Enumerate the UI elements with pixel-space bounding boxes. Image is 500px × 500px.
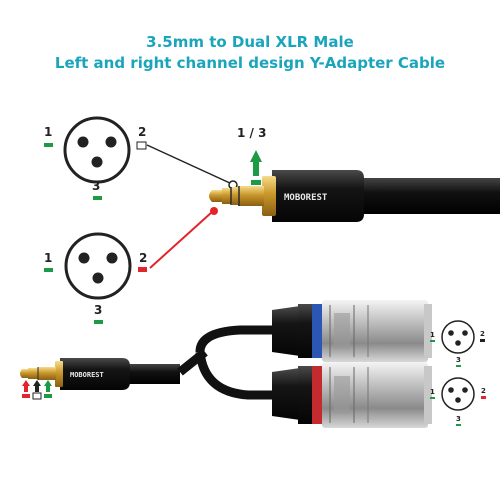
trs-plug-small: MOBOREST: [20, 358, 180, 390]
cable: [120, 364, 180, 384]
bottom-pin-2-label: 2: [139, 251, 147, 265]
top-pin-2-label: 2: [138, 125, 146, 139]
left-marker: [93, 196, 102, 200]
plug-ring: [222, 188, 232, 204]
bottom-pin-1-label: 1: [44, 251, 52, 265]
inset-top-pin-2: 2: [480, 330, 485, 338]
pin-hole: [106, 252, 118, 264]
plug-ring: [28, 368, 38, 379]
inset-xlr-bottom: [441, 377, 475, 411]
inset-top-pin-3: 3: [456, 356, 461, 364]
top-pin-3-label: 3: [92, 179, 100, 193]
blue-band: [312, 304, 324, 358]
cable: [195, 325, 272, 353]
inset-bottom-pin-1: 1: [430, 388, 435, 396]
inset-bottom-pin-3: 3: [456, 415, 461, 423]
left-marker: [44, 143, 53, 147]
left-marker: [456, 365, 461, 367]
pin-hole: [91, 156, 103, 168]
right-contact-dot: [210, 207, 218, 215]
trs-plug-main: MOBOREST: [209, 170, 500, 222]
right-wire-line: [149, 211, 213, 269]
plug-tip: [209, 190, 222, 202]
left-marker: [456, 424, 461, 426]
plug-shaft: [238, 186, 264, 206]
ground-marker: [480, 339, 485, 342]
gold-collar: [262, 176, 276, 216]
red-band: [312, 366, 324, 424]
up-arrow-icon: [22, 380, 30, 392]
up-arrow-icon: [44, 380, 52, 392]
plug-shaft: [38, 367, 56, 380]
dual-xlr-connectors: [177, 300, 432, 428]
left-marker: [44, 394, 52, 398]
brand-label-small: MOBOREST: [70, 371, 104, 379]
left-marker: [430, 397, 435, 399]
pin-hole: [77, 136, 89, 148]
title-line-1: 3.5mm to Dual XLR Male: [146, 33, 354, 51]
inset-xlr-top: [441, 320, 475, 354]
up-arrow-icon: [250, 150, 262, 176]
title-line-2: Left and right channel design Y-Adapter …: [54, 54, 446, 72]
inset-top-pin-1: 1: [430, 331, 435, 339]
ground-marker: [32, 392, 42, 400]
plug-body: [60, 358, 130, 390]
plug-ring: [232, 187, 239, 205]
brand-label: MOBOREST: [284, 193, 328, 203]
pin-hole: [105, 136, 117, 148]
bottom-pin-3-label: 3: [94, 303, 102, 317]
up-arrow-icon: [33, 380, 41, 392]
right-marker: [138, 267, 147, 272]
plug-tip: [20, 369, 28, 378]
pin-hole: [92, 272, 104, 284]
xlr-boot: [272, 368, 300, 420]
cable: [195, 351, 272, 400]
plug-body: [272, 170, 364, 222]
gold-collar: [55, 361, 63, 387]
xlr-boot: [272, 306, 300, 356]
xlr-face-bottom: [64, 232, 132, 300]
jack-pin-label: 1 / 3: [237, 126, 266, 140]
pin-hole: [78, 252, 90, 264]
xlr-face-top: [63, 116, 131, 184]
left-marker: [251, 180, 261, 185]
inset-bottom-pin-2: 2: [481, 387, 486, 395]
right-marker: [481, 396, 486, 399]
cable: [350, 178, 500, 214]
ground-marker: [136, 141, 147, 150]
left-marker: [94, 320, 103, 324]
ground-wire-line: [146, 144, 233, 185]
left-marker: [430, 340, 435, 342]
left-marker: [44, 268, 53, 272]
right-marker: [22, 394, 30, 398]
top-pin-1-label: 1: [44, 125, 52, 139]
